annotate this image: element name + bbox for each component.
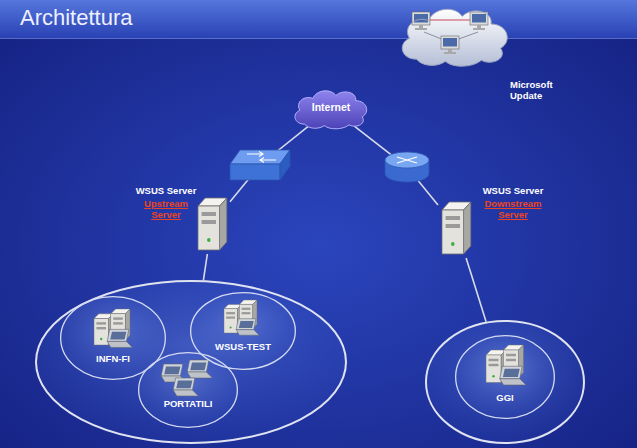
ellipse-outline-shape [191, 293, 296, 370]
subnet-fill [138, 352, 238, 428]
network-link [230, 126, 308, 201]
computer-cluster [486, 345, 526, 385]
computer-cluster [94, 309, 132, 347]
node-label: INFN-FI [60, 354, 166, 365]
subnet-fill [60, 296, 166, 380]
subnet-ellipse: GGI [455, 335, 555, 419]
cloud-fill [402, 9, 507, 66]
laptop-icon [173, 378, 198, 396]
ellipse-outline-shape [139, 353, 238, 428]
text-column: INFN-FI [60, 354, 166, 365]
subnet-fill [190, 292, 296, 370]
server-role: Downstream Server [480, 199, 546, 221]
group-fill [425, 320, 585, 444]
text-column: Microsoft Update [510, 80, 568, 102]
subnet-fill [455, 335, 555, 419]
router-top [385, 152, 429, 168]
cloud-outline [395, 2, 515, 68]
ellipse-outline [425, 320, 585, 444]
node-label: PORTATILI [138, 399, 238, 410]
cloud-link [430, 19, 470, 20]
server-node: WSUS ServerDownstream Server [438, 180, 548, 258]
group-ellipse: GGI [425, 320, 585, 444]
server-tower [198, 198, 227, 250]
switch-top [230, 150, 290, 164]
text-column: PORTATILI [138, 399, 238, 410]
server-tower [442, 202, 471, 254]
node-label: WSUS-TEST [190, 342, 296, 353]
desktop-monitor [441, 36, 459, 54]
cloud-outline-path [402, 9, 507, 66]
ellipse-outline-shape [426, 321, 584, 443]
node-label: WSUS Server [135, 186, 197, 197]
network-link [354, 126, 438, 205]
switch-front [230, 164, 280, 180]
ellipse-outline [190, 292, 296, 370]
ellipse-outline [60, 296, 166, 380]
router-arrows [397, 157, 417, 163]
server-node: WSUS ServerUpstream Server [135, 182, 230, 254]
node-label: GGI [455, 393, 555, 404]
text-column: WSUS ServerDownstream Server [480, 186, 546, 221]
node-label: WSUS Server [480, 186, 546, 197]
subnet-ellipse: INFN-FI [60, 296, 166, 380]
node-label: Microsoft Update [510, 80, 568, 102]
laptop-icon [187, 360, 212, 378]
ellipse-outline-shape [456, 336, 555, 419]
text-column: WSUS-TEST [190, 342, 296, 353]
group-ellipse: INFN-FI WSUS-TEST PORTATILI [35, 280, 347, 444]
switch-arrows [247, 152, 276, 163]
text-column: GGI [455, 393, 555, 404]
title-band [0, 0, 637, 38]
computer-cluster [224, 300, 259, 335]
subnet-ellipse: PORTATILI [138, 352, 238, 428]
node-label: Internet [290, 101, 372, 113]
network-link [466, 258, 486, 322]
ellipse-outline [138, 352, 238, 428]
cloud-shape [402, 9, 507, 66]
switch-symbol [230, 150, 290, 180]
text-column: Internet [290, 101, 372, 113]
update-cloud: Microsoft Update [395, 0, 570, 106]
slide-title: Architettura [20, 5, 133, 31]
network-link [203, 254, 207, 280]
router-symbol [385, 152, 429, 182]
group-fill [35, 280, 347, 444]
title-rule [0, 38, 637, 39]
ellipse-outline [455, 335, 555, 419]
desktop-monitor [470, 12, 488, 30]
switch-side [280, 150, 290, 180]
server-role: Upstream Server [135, 199, 197, 221]
ellipse-outline-shape [36, 281, 346, 443]
text-column: WSUS ServerUpstream Server [135, 186, 197, 221]
subnet-ellipse: WSUS-TEST [190, 292, 296, 370]
internet-cloud: Internet [290, 86, 372, 130]
